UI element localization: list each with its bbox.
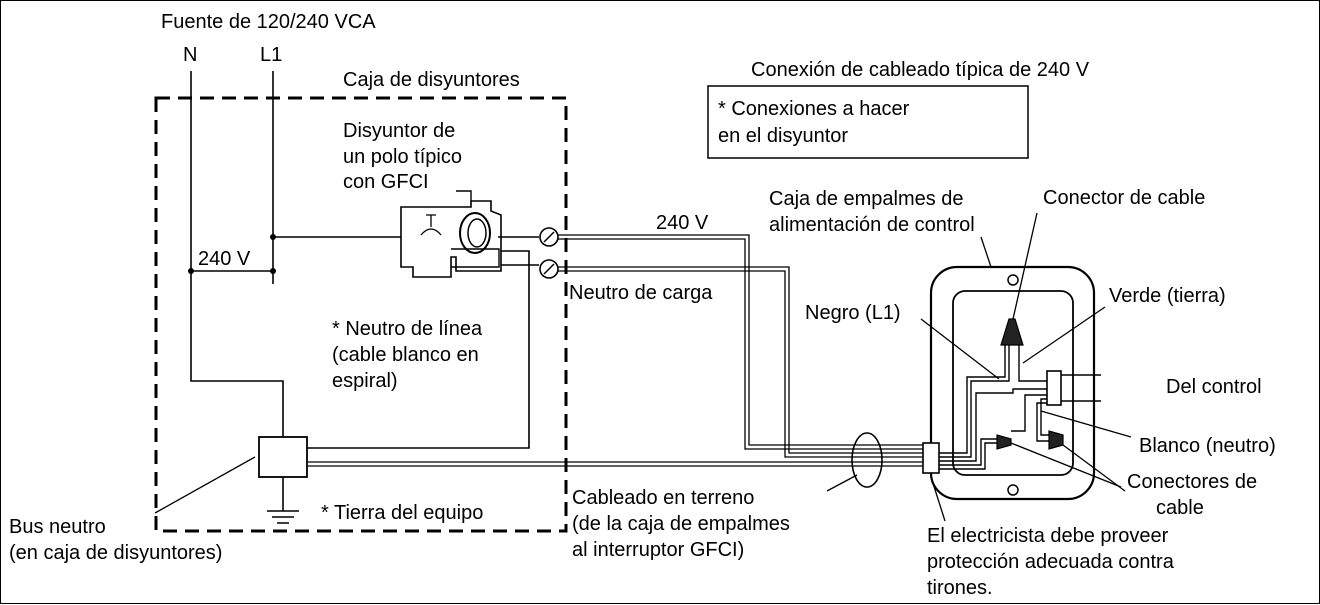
line-neutral-label-1: * Neutro de línea bbox=[332, 318, 483, 340]
note-line-1: * Conexiones a hacer bbox=[718, 98, 910, 120]
breaker-label-1: Disyuntor de bbox=[343, 120, 455, 142]
leader-lines bbox=[154, 212, 1132, 522]
neutral-wire-b bbox=[558, 270, 931, 458]
neutral-bus-label-2: (en caja de disyuntores) bbox=[9, 542, 222, 564]
ground-symbol-icon bbox=[267, 477, 299, 524]
wire-connector-label: Conector de cable bbox=[1043, 187, 1205, 209]
field-wiring-label-3: al interruptor GFCI) bbox=[572, 539, 744, 561]
breaker-label-2: un polo típico bbox=[343, 146, 462, 168]
cable-bundle-ring bbox=[851, 432, 883, 488]
n-label: N bbox=[183, 44, 197, 66]
from-control-label: Del control bbox=[1166, 376, 1262, 398]
electrician-label-2: protección adecuada contra bbox=[927, 551, 1175, 573]
neutral-source-wire bbox=[190, 71, 284, 437]
breaker-label-3: con GFCI bbox=[343, 171, 429, 193]
neutral-wire-a bbox=[558, 266, 931, 454]
green-ground-label: Verde (tierra) bbox=[1109, 285, 1226, 307]
source-label: Fuente de 120/240 VCA bbox=[161, 11, 376, 33]
white-neutral-label: Blanco (neutro) bbox=[1139, 435, 1276, 457]
neutral-bus-label-1: Bus neutro bbox=[9, 516, 106, 538]
hot-wire-a bbox=[558, 234, 931, 446]
load-neutral-label: Neutro de carga bbox=[569, 282, 713, 304]
v240-top-label: 240 V bbox=[656, 212, 709, 234]
note-box bbox=[707, 85, 1029, 159]
electrician-label-1: El electricista debe proveer bbox=[927, 525, 1169, 547]
equipment-ground-label: * Tierra del equipo bbox=[321, 502, 483, 524]
breaker-box-label: Caja de disyuntores bbox=[343, 69, 520, 91]
connectors-label-2: cable bbox=[1156, 497, 1204, 519]
field-wiring-label-2: (de la caja de empalmes bbox=[572, 513, 790, 535]
black-l1-label: Negro (L1) bbox=[805, 302, 901, 324]
breaker-box-outline bbox=[154, 96, 568, 533]
gfci-breaker bbox=[400, 190, 502, 278]
connectors-label-1: Conectores de bbox=[1127, 471, 1257, 493]
junction-box bbox=[922, 265, 1101, 501]
neutral-bus bbox=[258, 436, 308, 478]
junction-box-label-1: Caja de empalmes de bbox=[769, 188, 964, 210]
breaker-terminals bbox=[498, 227, 559, 279]
note-line-2: en el disyuntor bbox=[718, 125, 848, 147]
junction-box-label-2: alimentación de control bbox=[769, 214, 975, 236]
line-neutral-label-2: (cable blanco en bbox=[332, 344, 479, 366]
line-neutral-wire bbox=[307, 250, 530, 449]
diagram-title: Conexión de cableado típica de 240 V bbox=[751, 59, 1090, 81]
line-neutral-label-3: espiral) bbox=[332, 370, 398, 392]
electrician-label-3: tirones. bbox=[927, 577, 993, 599]
v240-left-label: 240 V bbox=[198, 248, 251, 270]
hot-wire-b bbox=[558, 238, 931, 450]
field-wiring-label-1: Cableado en terreno bbox=[572, 487, 754, 509]
l1-label: L1 bbox=[260, 44, 282, 66]
